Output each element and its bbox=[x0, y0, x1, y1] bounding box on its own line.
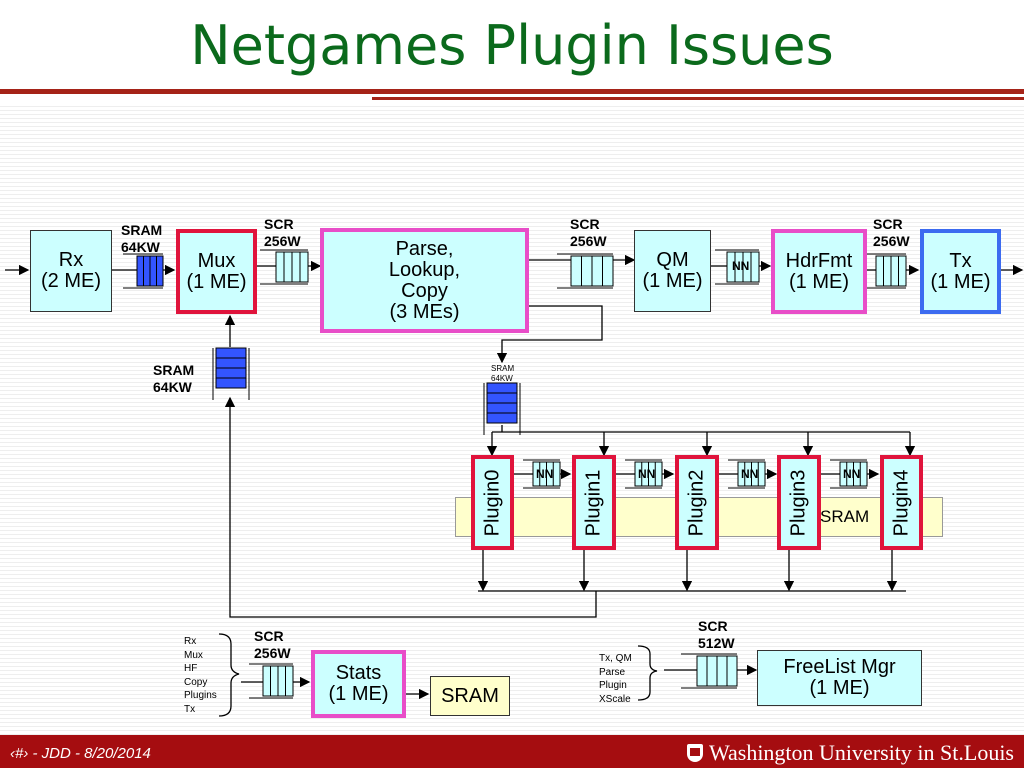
stats-box: Stats(1 ME) bbox=[311, 650, 406, 718]
university-logo: Washington University in St.Louis bbox=[686, 740, 1014, 766]
page-title: Netgames Plugin Issues bbox=[190, 14, 834, 77]
shield-icon bbox=[686, 744, 703, 762]
nn-queue-p2-p3 bbox=[728, 459, 766, 489]
plugin2-box: Plugin2 bbox=[675, 455, 719, 550]
nn-label: NN bbox=[741, 467, 759, 481]
stats-sram-box: SRAM bbox=[430, 676, 510, 716]
sram-queue-small bbox=[483, 382, 521, 435]
nn-queue-p3-p4 bbox=[830, 459, 868, 489]
scr-queue-qm bbox=[557, 253, 614, 289]
scr-queue-freelist bbox=[681, 653, 738, 689]
nn-queue-qm-hdrfmt bbox=[715, 249, 760, 285]
plugin3-box: Plugin3 bbox=[777, 455, 821, 550]
scr-queue-mux bbox=[260, 249, 309, 285]
nn-label: NN bbox=[638, 467, 656, 481]
tx-box: Tx(1 ME) bbox=[920, 229, 1001, 314]
footer-slide-info: ‹#› - JDD - 8/20/2014 bbox=[10, 745, 151, 762]
footer-bar: ‹#› - JDD - 8/20/2014 Washington Univers… bbox=[0, 735, 1024, 768]
qm-box: QM(1 ME) bbox=[634, 230, 711, 312]
title-rule-thick bbox=[0, 89, 1024, 94]
scr-queue-stats bbox=[249, 663, 294, 699]
sram-queue-top bbox=[123, 253, 164, 289]
freelist-mgr-box: FreeList Mgr(1 ME) bbox=[757, 650, 922, 706]
hdrfmt-box: HdrFmt(1 ME) bbox=[771, 229, 867, 314]
diagram-wires bbox=[5, 249, 1024, 717]
plugin4-box: Plugin4 bbox=[880, 455, 923, 550]
nn-queue-p1-p2 bbox=[625, 459, 663, 489]
nn-label: NN bbox=[732, 259, 750, 273]
nn-label: NN bbox=[843, 467, 861, 481]
parse-lookup-copy-box: Parse,Lookup,Copy(3 MEs) bbox=[320, 228, 529, 333]
plugin0-box: Plugin0 bbox=[471, 455, 514, 550]
scr-queue-tx bbox=[862, 253, 907, 289]
title-rule-thin bbox=[372, 97, 1024, 100]
nn-label: NN bbox=[536, 467, 554, 481]
rx-box: Rx(2 ME) bbox=[30, 230, 112, 312]
mux-box: Mux(1 ME) bbox=[176, 229, 257, 314]
shared-sram-label: SRAM bbox=[820, 507, 870, 526]
nn-queue-p0-p1 bbox=[523, 459, 561, 489]
plugin1-box: Plugin1 bbox=[572, 455, 616, 550]
sram-queue-mid bbox=[212, 347, 250, 400]
